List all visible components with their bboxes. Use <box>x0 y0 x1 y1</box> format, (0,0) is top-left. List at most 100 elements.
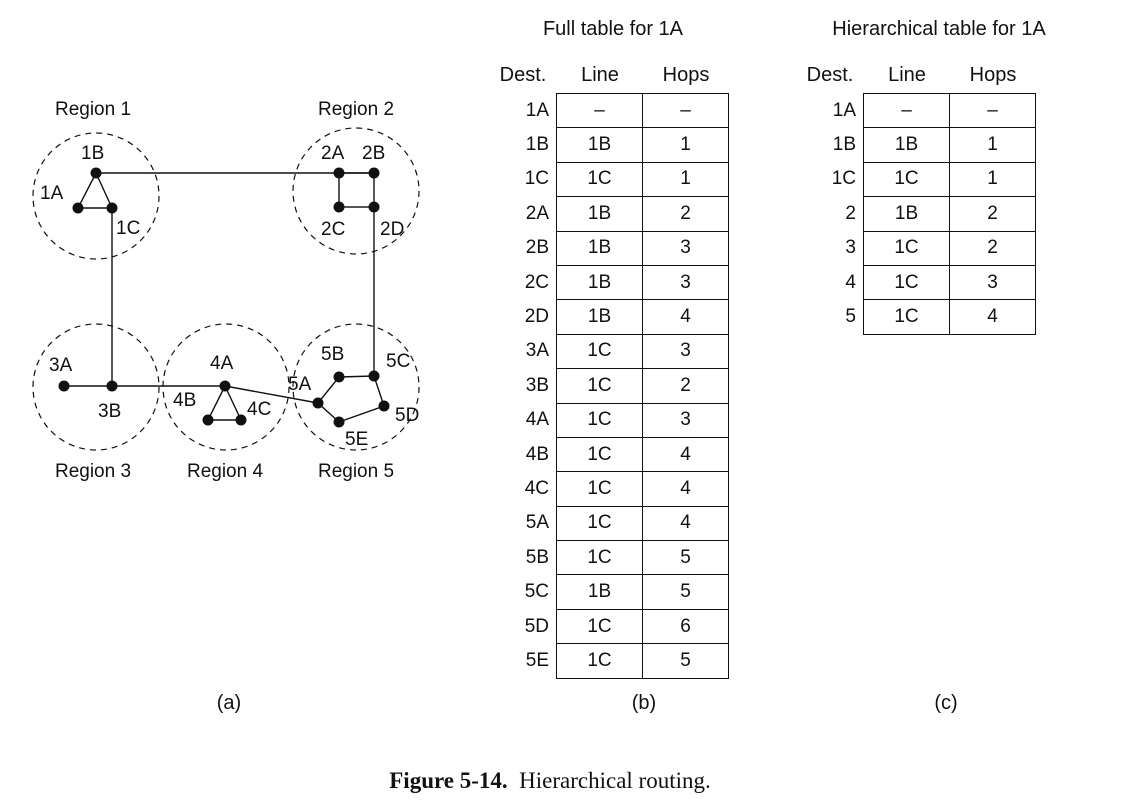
line-cell: 1B <box>556 264 643 301</box>
dest-cell: 1B <box>832 134 856 156</box>
router-label: 5E <box>345 429 368 450</box>
dest-cell: 3A <box>525 340 549 362</box>
router-5D <box>378 400 390 412</box>
line-cell: 1C <box>863 264 950 301</box>
router-1C <box>106 202 118 214</box>
hier-table-title: Hierarchical table for 1A <box>832 18 1046 40</box>
full-table-title: Full table for 1A <box>542 18 684 40</box>
hops-cell: 4 <box>642 471 729 507</box>
region-3-boundary <box>32 323 160 451</box>
line-cell: 1C <box>863 230 950 266</box>
hops-cell: 4 <box>949 299 1036 335</box>
dest-cell: 1B <box>525 134 549 156</box>
router-1B <box>90 167 102 179</box>
dest-cell: 2 <box>845 202 856 224</box>
router-5A <box>312 397 324 409</box>
line-cell: 1B <box>556 230 643 266</box>
link-1A-1B-1C <box>76 171 114 209</box>
dest-cell: 4C <box>524 477 549 499</box>
hops-cell: 5 <box>642 540 729 576</box>
panel-label-b: (b) <box>631 692 657 714</box>
router-label: 5B <box>321 344 344 365</box>
router-label: 4C <box>247 399 271 420</box>
region-label: Region 3 <box>55 461 131 482</box>
dest-cell: 1C <box>524 168 549 190</box>
hops-cell: 5 <box>642 643 729 679</box>
hops-cell: 4 <box>642 505 729 542</box>
dest-cell: 2C <box>524 271 549 293</box>
line-cell: 1B <box>556 127 643 163</box>
router-label: 4A <box>210 353 234 374</box>
dest-cell: 5E <box>525 649 549 671</box>
figure-number: Figure 5-14. <box>389 768 508 793</box>
hops-cell: 2 <box>642 368 729 404</box>
line-cell: – <box>556 92 643 129</box>
hops-cell: 6 <box>642 608 729 645</box>
router-4C <box>235 414 247 426</box>
line-cell: 1C <box>556 608 643 645</box>
line-cell: 1C <box>556 505 643 542</box>
link-4A-5A <box>224 385 319 404</box>
hops-cell: 3 <box>642 230 729 266</box>
dest-cell: 2B <box>525 237 549 259</box>
region-5-boundary <box>292 323 420 451</box>
hops-cell: 1 <box>949 161 1036 198</box>
router-2B <box>368 167 380 179</box>
figure-caption: Figure 5-14. Hierarchical routing. <box>0 768 1100 794</box>
hops-cell: – <box>949 92 1036 129</box>
region-label: Region 5 <box>318 461 394 482</box>
links <box>64 171 385 423</box>
full-table-header-line: Line <box>581 64 619 86</box>
line-cell: 1C <box>863 299 950 335</box>
router-5B <box>333 371 345 383</box>
region-4-boundary <box>162 323 290 451</box>
router-label: 2A <box>321 143 345 164</box>
router-label: 1B <box>81 143 104 164</box>
router-2A <box>333 167 345 179</box>
table-row: 1A–– <box>495 92 729 129</box>
link-4A-4B-4C <box>206 384 243 421</box>
hops-cell: 3 <box>642 333 729 370</box>
dest-cell: 4B <box>525 443 549 465</box>
line-cell: 1B <box>556 196 643 232</box>
router-2D <box>368 201 380 213</box>
dest-cell: 3B <box>525 374 549 396</box>
hier-table-header-hops: Hops <box>969 64 1017 86</box>
hops-cell: 2 <box>949 196 1036 232</box>
router-label: 5A <box>288 374 312 395</box>
hops-cell: 3 <box>642 264 729 301</box>
hops-cell: 1 <box>949 127 1036 163</box>
dest-cell: 3 <box>845 237 856 259</box>
hops-cell: 4 <box>642 436 729 473</box>
router-5E <box>333 416 345 428</box>
router-label: 3A <box>49 355 73 376</box>
dest-cell: 1C <box>831 168 856 190</box>
dest-cell: 4A <box>525 409 549 431</box>
line-cell: 1C <box>556 540 643 576</box>
router-label: 1A <box>40 183 64 204</box>
line-cell: 1B <box>556 299 643 335</box>
line-cell: 1C <box>556 471 643 507</box>
hier-table-header-line: Line <box>888 64 926 86</box>
dest-cell: 5A <box>525 512 549 534</box>
